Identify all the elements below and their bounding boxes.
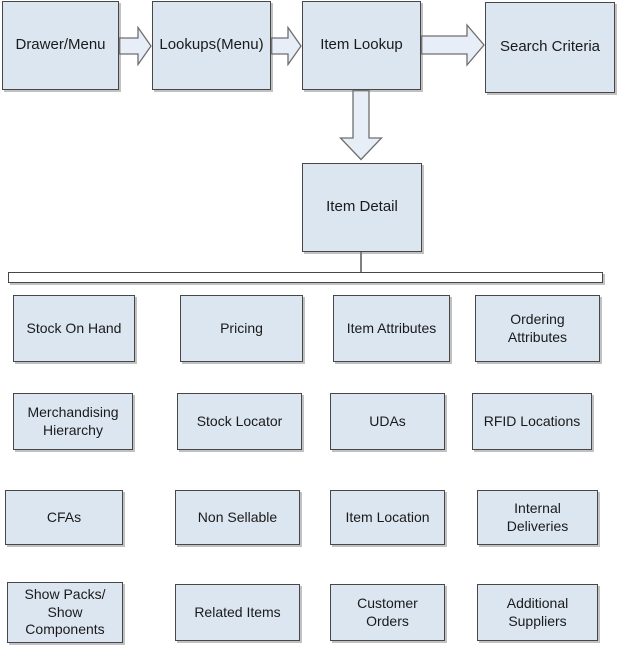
detail-node-udas: UDAs [330,393,445,450]
bus-bar [8,272,603,283]
detail-node-label: Item Attributes [346,319,437,336]
flow-node-item-detail: Item Detail [302,163,422,252]
detail-node-label: Ordering Attributes [507,311,568,345]
detail-node-additional-suppliers: Additional Suppliers [477,584,598,641]
detail-node-label: CFAs [46,508,82,525]
flow-node-item-lookup: Item Lookup [302,1,421,90]
detail-node-show-packs-show-components: Show Packs/ Show Components [7,582,123,643]
detail-node-label: Show Packs/ Show Components [24,586,106,638]
flow-arrow-down-icon [339,90,383,161]
detail-node-label: Pricing [220,319,263,336]
detail-node-item-attributes: Item Attributes [333,295,450,362]
detail-node-stock-on-hand: Stock On Hand [13,295,135,362]
detail-node-rfid-locations: RFID Locations [472,393,592,450]
detail-node-label: Stock On Hand [26,319,122,336]
detail-node-ordering-attributes: Ordering Attributes [475,295,600,362]
detail-node-label: Item Location [345,508,430,525]
flow-node-label: Search Criteria [499,38,601,56]
flow-node-label: Lookups(Menu) [159,36,264,54]
flow-node-drawer-menu: Drawer/Menu [2,1,119,90]
detail-node-related-items: Related Items [175,584,300,641]
detail-node-label: Related Items [194,603,281,620]
detail-node-pricing: Pricing [180,295,303,362]
flow-arrow-right-icon [271,26,302,66]
detail-node-label: RFID Locations [483,412,581,429]
detail-node-label: Non Sellable [197,508,278,525]
detail-node-internal-deliveries: Internal Deliveries [477,490,598,545]
detail-node-label: Customer Orders [357,595,418,629]
detail-node-cfas: CFAs [5,490,123,545]
flow-node-lookups-menu: Lookups(Menu) [152,1,271,90]
flow-node-search-criteria: Search Criteria [485,2,615,93]
detail-node-label: UDAs [369,412,406,429]
detail-node-customer-orders: Customer Orders [330,584,445,641]
detail-node-label: Stock Locator [196,412,283,429]
flow-node-label: Drawer/Menu [15,36,106,54]
detail-node-label: Merchandising Hierarchy [27,404,119,438]
detail-node-label: Internal Deliveries [506,500,569,534]
detail-node-merchandising-hierarchy: Merchandising Hierarchy [13,393,133,450]
flow-arrow-right-icon [421,23,485,67]
detail-node-non-sellable: Non Sellable [175,490,300,545]
detail-node-item-location: Item Location [330,490,445,545]
flow-node-label: Item Detail [326,198,398,216]
detail-node-label: Additional Suppliers [506,595,569,629]
flow-arrow-right-icon [119,26,152,66]
detail-node-stock-locator: Stock Locator [177,393,302,450]
connector-line [360,252,362,273]
flow-node-label: Item Lookup [320,36,403,54]
